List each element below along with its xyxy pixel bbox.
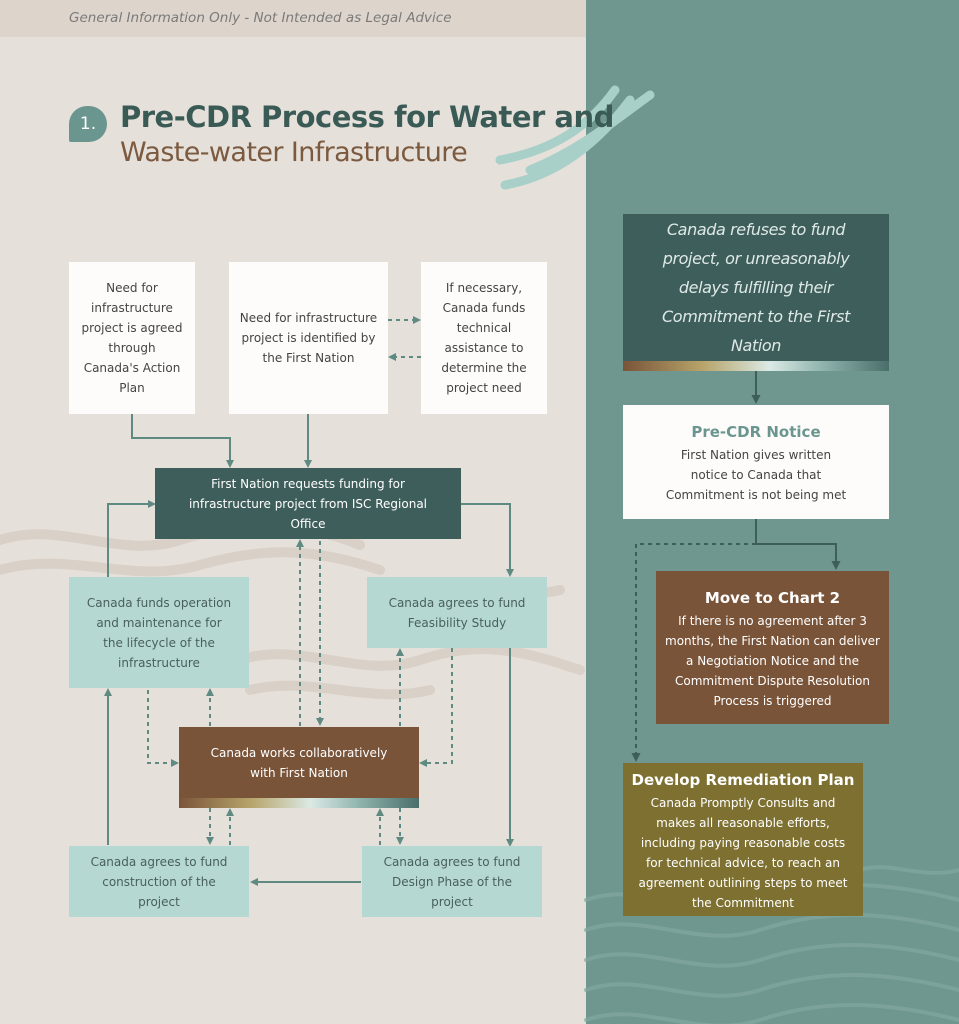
box-operation-maintenance: Canada funds operation and maintenance f… [69, 577, 249, 688]
box-construction: Canada agrees to fund construction of th… [69, 846, 249, 917]
chart2-title: Move to Chart 2 [704, 588, 841, 607]
box-identified: Need for infrastructure project is ident… [229, 262, 388, 414]
box-design-phase: Canada agrees to fund Design Phase of th… [362, 846, 542, 917]
remediation-body: Canada Promptly Consults and makes all r… [638, 795, 848, 910]
box-collab-text: Canada works collaboratively with First … [210, 745, 388, 780]
box-move-to-chart2: Move to Chart 2 If there is no agreement… [656, 571, 889, 724]
refuses-gradient-bar [623, 361, 889, 371]
box-collaboration: Canada works collaboratively with First … [179, 727, 419, 798]
box-action-plan-text: Need for infrastructure project is agree… [81, 281, 183, 395]
box-construction-text: Canada agrees to fund construction of th… [90, 854, 228, 909]
disclaimer-bar: General Information Only - Not Intended … [0, 0, 586, 37]
box-remediation-plan: Develop Remediation Plan Canada Promptly… [623, 763, 863, 916]
box-technical-text: If necessary, Canada funds technical ass… [441, 281, 527, 395]
box-technical-assistance: If necessary, Canada funds technical ass… [421, 262, 547, 414]
box-action-plan: Need for infrastructure project is agree… [69, 262, 195, 414]
box-feasibility: Canada agrees to fund Feasibility Study [367, 577, 547, 648]
box-pre-cdr-notice: Pre-CDR Notice First Nation gives writte… [623, 405, 889, 519]
notice-body: First Nation gives written notice to Can… [665, 448, 847, 502]
box-request-text: First Nation requests funding for infras… [188, 476, 428, 531]
remediation-title: Develop Remediation Plan [631, 770, 855, 789]
box-identified-text: Need for infrastructure project is ident… [239, 311, 378, 365]
box-refuses-text: Canada refuses to fund project, or unrea… [662, 220, 850, 355]
page-title: Pre-CDR Process for Water and [120, 100, 614, 134]
box-operation-text: Canada funds operation and maintenance f… [86, 595, 232, 670]
collab-gradient-bar [179, 798, 419, 808]
notice-title: Pre-CDR Notice [691, 423, 821, 441]
page-subtitle: Waste-water Infrastructure [120, 137, 468, 168]
section-number-badge: 1. [69, 106, 107, 142]
chart2-body: If there is no agreement after 3 months,… [665, 613, 880, 708]
box-funding-request: First Nation requests funding for infras… [155, 468, 461, 539]
disclaimer-text: General Information Only - Not Intended … [69, 10, 452, 26]
box-design-text: Canada agrees to fund Design Phase of th… [383, 854, 521, 909]
box-canada-refuses: Canada refuses to fund project, or unrea… [623, 214, 889, 361]
box-feasibility-text: Canada agrees to fund Feasibility Study [388, 595, 526, 630]
